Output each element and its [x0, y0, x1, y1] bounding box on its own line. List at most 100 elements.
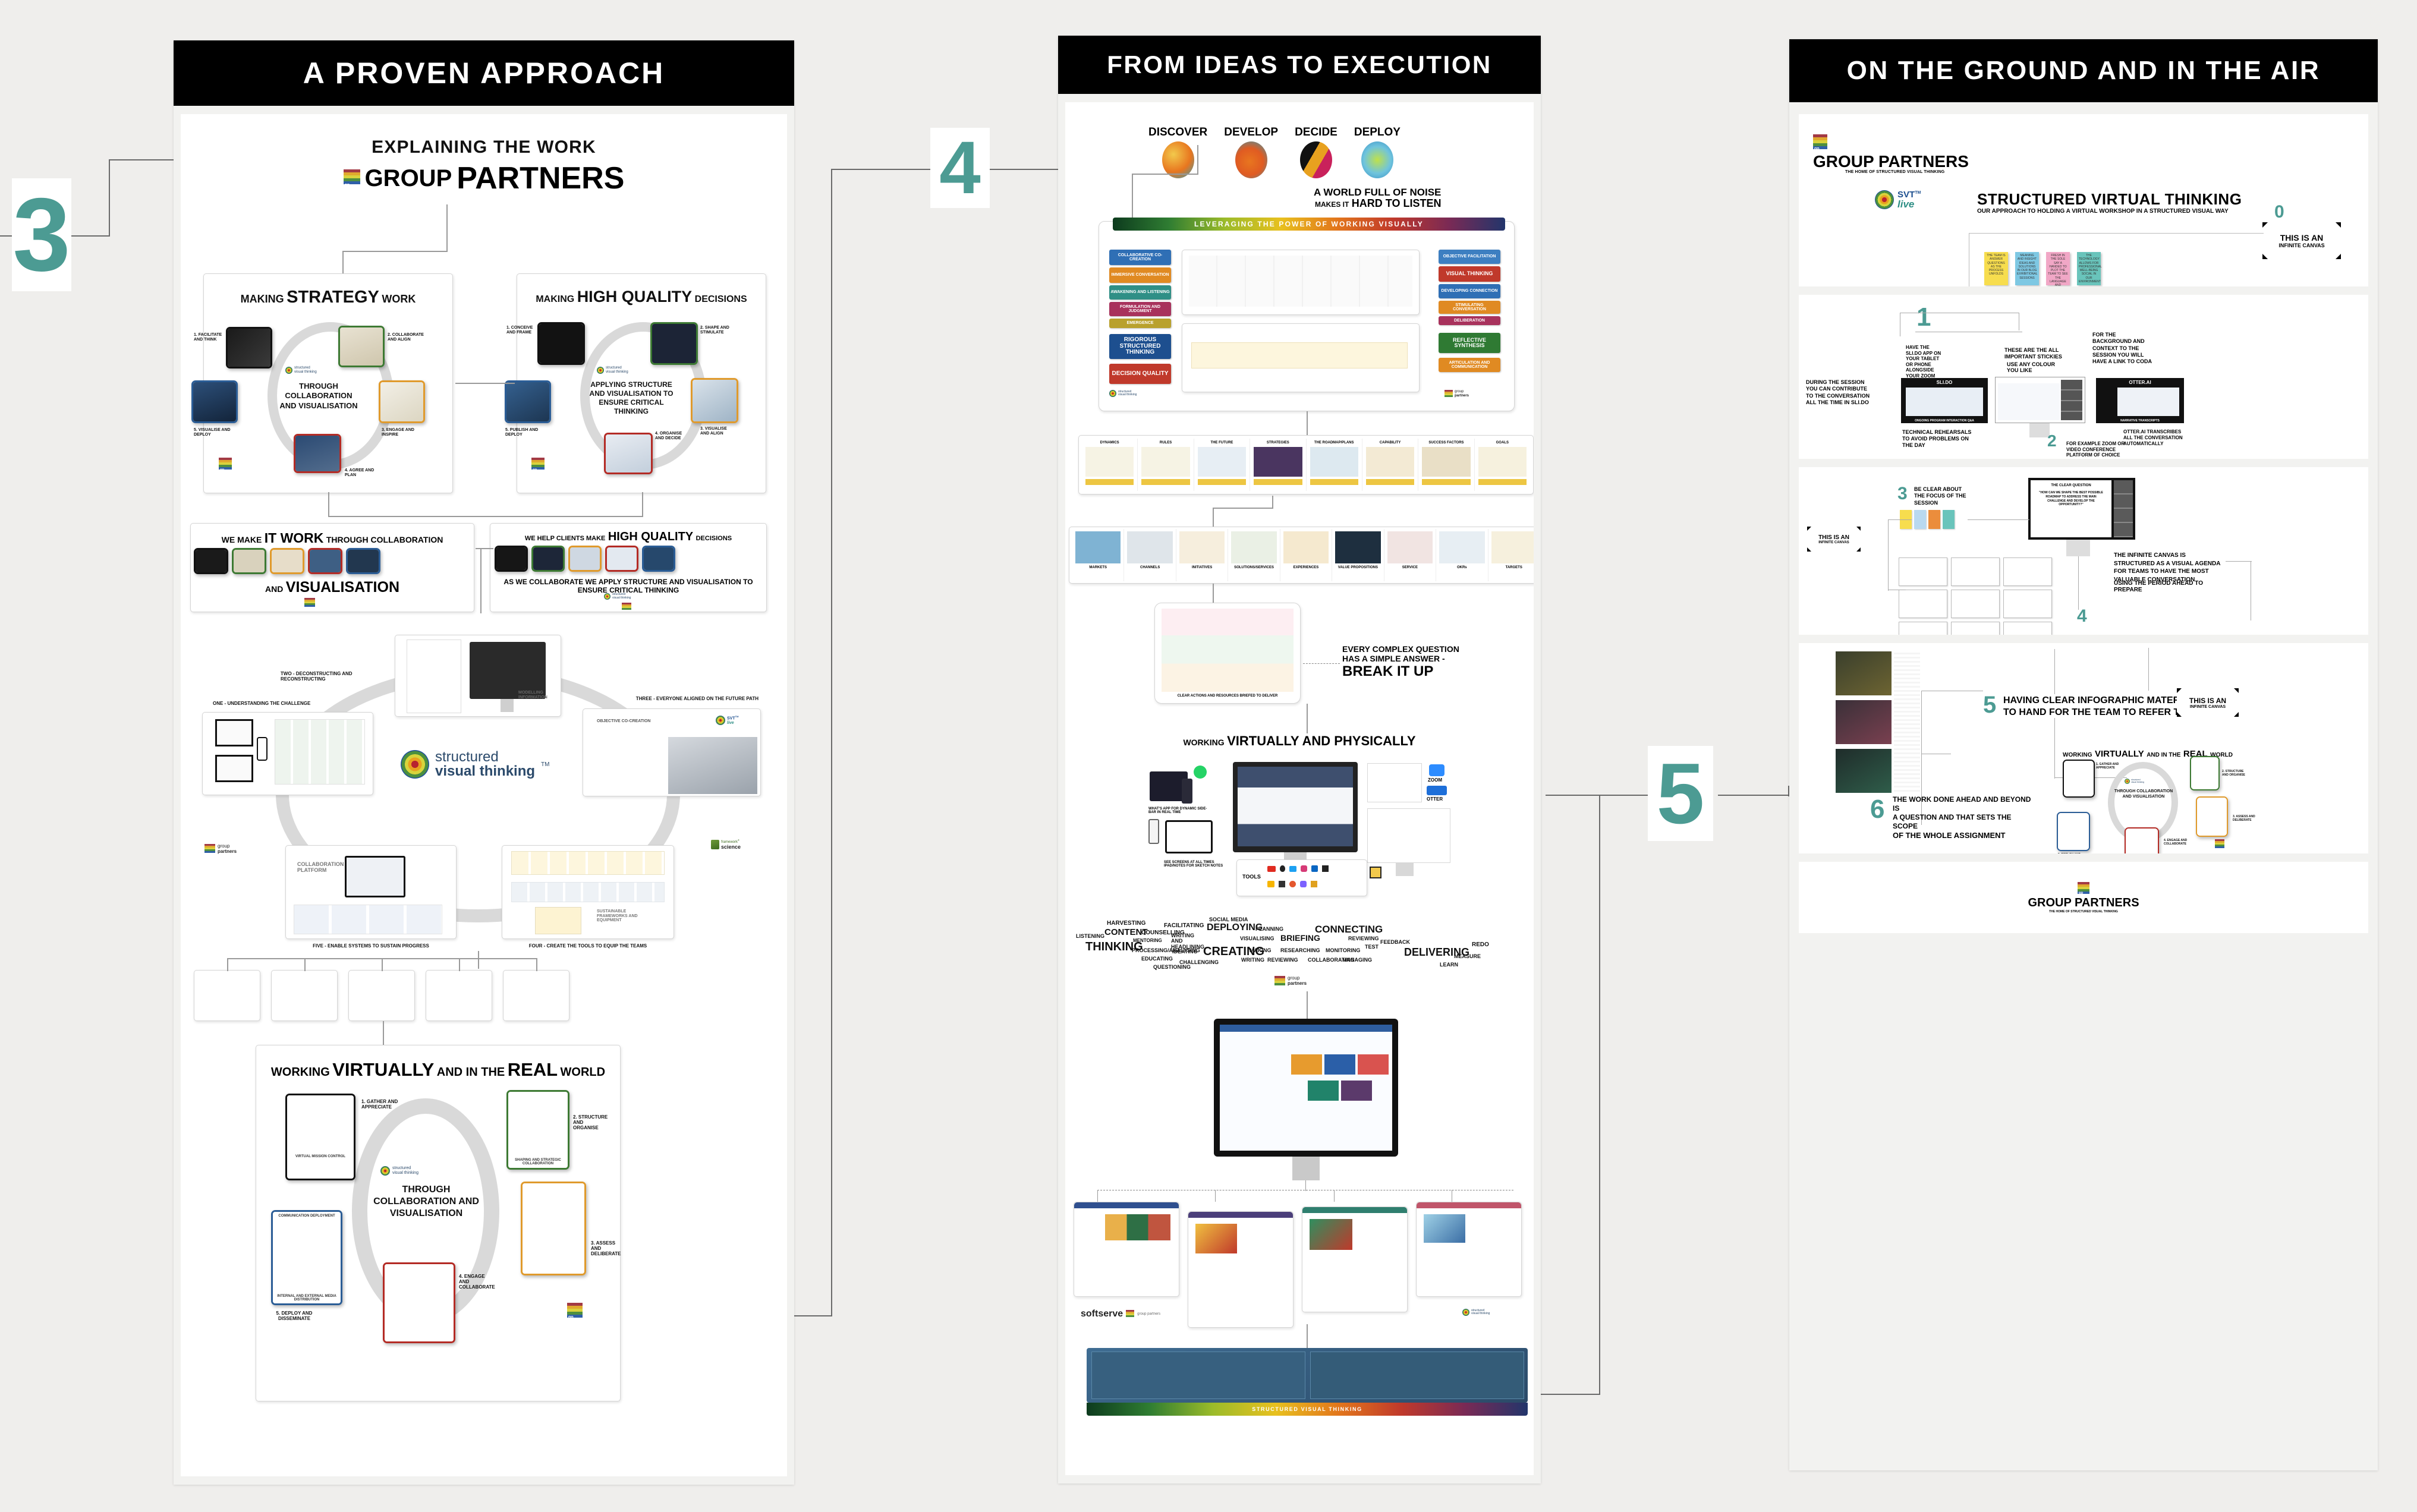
chip-right[interactable]: STIMULATING CONVERSATION — [1439, 301, 1500, 314]
big-monitor-tile-d — [1308, 1081, 1339, 1101]
chip-left-decision[interactable]: DECISION QUALITY — [1109, 364, 1171, 384]
card-label: CAPABILITY — [1379, 441, 1401, 445]
card-item[interactable]: INITIATIVES — [1176, 529, 1229, 581]
agenda-card[interactable] — [1951, 622, 2000, 635]
step-marker-5[interactable]: 5 — [1648, 746, 1713, 841]
card-label: MARKETS — [1089, 566, 1107, 569]
badge-line1: THIS IS AN — [2189, 696, 2227, 705]
chip-right-articulation[interactable]: ARTICULATION AND COMMUNICATION — [1439, 358, 1500, 372]
card-item[interactable]: OKRs — [1436, 529, 1488, 581]
svt-node-four-label: FOUR - CREATE THE TOOLS TO EQUIP THE TEA… — [528, 943, 647, 949]
chip-left[interactable]: AWAKENING AND LISTENING — [1109, 285, 1171, 300]
cycle-left-label-3: 3. ENGAGE AND INSPIRE — [382, 428, 414, 437]
card-item[interactable]: EXPERIENCES — [1280, 529, 1333, 581]
sticky-note[interactable]: MEANING AND INSIGHT IDEAS AND SOLUTIONS … — [2015, 252, 2039, 285]
poster[interactable] — [1836, 749, 1892, 793]
s6-thumb-3 — [2196, 796, 2228, 837]
phase-deploy[interactable]: DEPLOY — [1354, 126, 1401, 178]
section3-screen: THE CLEAR QUESTION "HOW CAN WE SHAPE THE… — [2028, 478, 2135, 540]
rule-down-b — [328, 516, 643, 517]
chip-left[interactable]: IMMERSIVE CONVERSATION — [1109, 267, 1171, 283]
cycle-right-title: MAKING HIGH QUALITY DECISIONS — [536, 288, 747, 305]
card-item[interactable]: GOALS — [1475, 439, 1530, 491]
card-item[interactable]: CHANNELS — [1124, 529, 1176, 581]
dashboard-1[interactable] — [1074, 1202, 1179, 1297]
chip-right[interactable]: VISUAL THINKING — [1439, 266, 1500, 282]
dashboard-3[interactable] — [1302, 1207, 1408, 1312]
card-item[interactable]: RULES — [1138, 439, 1194, 491]
wire-5-stub — [1788, 786, 1789, 796]
chip-right[interactable]: DEVELOPING CONNECTION — [1439, 284, 1500, 298]
card-item[interactable]: SERVICE — [1384, 529, 1437, 581]
chip-left[interactable]: COLLABORATIVE CO-CREATION — [1109, 250, 1171, 265]
chip-right[interactable]: DELIBERATION — [1439, 316, 1500, 325]
wc-word: PROCESSING/ANALYSING — [1132, 947, 1200, 953]
svt-node-four-caption: SUSTAINABLE FRAMEWORKS AND EQUIPMENT — [597, 909, 638, 923]
card-item[interactable]: TARGETS — [1488, 529, 1534, 581]
section5-posters — [1836, 651, 1892, 793]
panel-a-eyebrow: EXPLAINING THE WORK — [372, 137, 596, 157]
sticky-note[interactable]: THE TECHNOLOGY ALLOWS FOR PROFESSIONAL W… — [2077, 252, 2102, 285]
agenda-card[interactable] — [1899, 590, 1947, 618]
sticky-note[interactable]: FRESH IN THE SOLE SAY A HANDED TO PLOT T… — [2046, 252, 2070, 286]
card-item[interactable]: THE FUTURE — [1194, 439, 1251, 491]
card-item[interactable]: SUCCESS FACTORS — [1418, 439, 1475, 491]
card-label: TARGETS — [1505, 566, 1522, 569]
gp-logo-leveraging — [1444, 390, 1453, 398]
poster[interactable] — [1836, 700, 1892, 744]
agenda-card[interactable] — [1951, 590, 2000, 618]
phase-develop[interactable]: DEVELOP — [1224, 126, 1278, 178]
chip-right[interactable]: OBJECTIVE FACILITATION — [1439, 250, 1500, 264]
card-item[interactable]: MARKETS — [1072, 529, 1125, 581]
card-item[interactable]: VALUE PROPOSITIONS — [1332, 529, 1384, 581]
chip-right-reflective[interactable]: REFLECTIVE SYNTHESIS — [1439, 333, 1500, 353]
step-marker-4[interactable]: 4 — [930, 128, 990, 208]
card-item[interactable]: STRATEGIES — [1250, 439, 1307, 491]
phase-decide[interactable]: DECIDE — [1295, 126, 1337, 178]
wc-word: SOCIAL MEDIA — [1209, 916, 1248, 922]
feed-a3 — [342, 251, 344, 275]
chip-left[interactable]: FORMULATION AND JUDGMENT — [1109, 302, 1171, 316]
wc-word: FEEDBACK — [1380, 939, 1411, 945]
strip-thumb — [308, 548, 342, 574]
section3-screen-stand — [2066, 540, 2090, 556]
step-marker-3[interactable]: 3 — [12, 177, 71, 293]
card-item[interactable]: CAPABILITY — [1362, 439, 1419, 491]
card-item[interactable]: DYNAMICS — [1082, 439, 1138, 491]
dashboard-4[interactable] — [1416, 1202, 1522, 1297]
section5-poster-notes — [1894, 653, 1920, 793]
phase-discover[interactable]: DISCOVER — [1148, 126, 1207, 178]
wc-word: QUESTIONING — [1153, 964, 1191, 970]
card-item[interactable]: THE ROADMAP/PLANS — [1307, 439, 1362, 491]
section6-lines: THE WORK DONE AHEAD AND BEYOND IS A QUES… — [1893, 795, 2035, 840]
phase-discover-icon — [1162, 141, 1194, 178]
s3-rule-f — [2226, 561, 2252, 562]
chip-left-rigorous[interactable]: RIGOROUS STRUCTURED THINKING — [1109, 334, 1171, 359]
sticky-note-s3[interactable] — [1914, 510, 1926, 529]
sticky-note-s3[interactable] — [1928, 510, 1940, 529]
panel-a-proven-approach: A PROVEN APPROACH EXPLAINING THE WORK gp… — [174, 40, 794, 1485]
vp-zoom-label: ZOOM — [1428, 777, 1442, 783]
agenda-card[interactable] — [1951, 557, 2000, 586]
wire-3-out — [109, 159, 174, 160]
bottom-thumb-1-cap: VIRTUAL MISSION CONTROL — [295, 1155, 346, 1158]
card-item[interactable]: SOLUTIONS/SERVICES — [1228, 529, 1280, 581]
panel-b-header: FROM IDEAS TO EXECUTION — [1058, 36, 1541, 94]
sticky-note-s3[interactable] — [1943, 510, 1955, 529]
wire-4-right — [987, 169, 1058, 170]
dashboard-2[interactable] — [1188, 1211, 1294, 1328]
phase-decide-icon — [1299, 141, 1332, 178]
agenda-card[interactable] — [2003, 557, 2052, 586]
bottom-thumb-4 — [383, 1262, 455, 1343]
chip-left[interactable]: EMERGENCE — [1109, 319, 1171, 328]
sticky-note[interactable]: THE TEAM IS ANSWER QUESTIONS AS THE PROC… — [1984, 252, 2008, 285]
agenda-card[interactable] — [1899, 557, 1947, 586]
wc-word: COUNSELLING — [1141, 930, 1185, 936]
agenda-card[interactable] — [1899, 622, 1947, 635]
agenda-card[interactable] — [2003, 590, 2052, 618]
s3-rule-e — [2078, 556, 2079, 610]
agenda-card[interactable] — [2003, 622, 2052, 635]
section1-note-c: FOR THE BACKGROUND AND CONTEXT TO THE SE… — [2092, 332, 2152, 364]
vp-otter-label: OTTER — [1427, 796, 1443, 802]
poster[interactable] — [1836, 651, 1892, 695]
